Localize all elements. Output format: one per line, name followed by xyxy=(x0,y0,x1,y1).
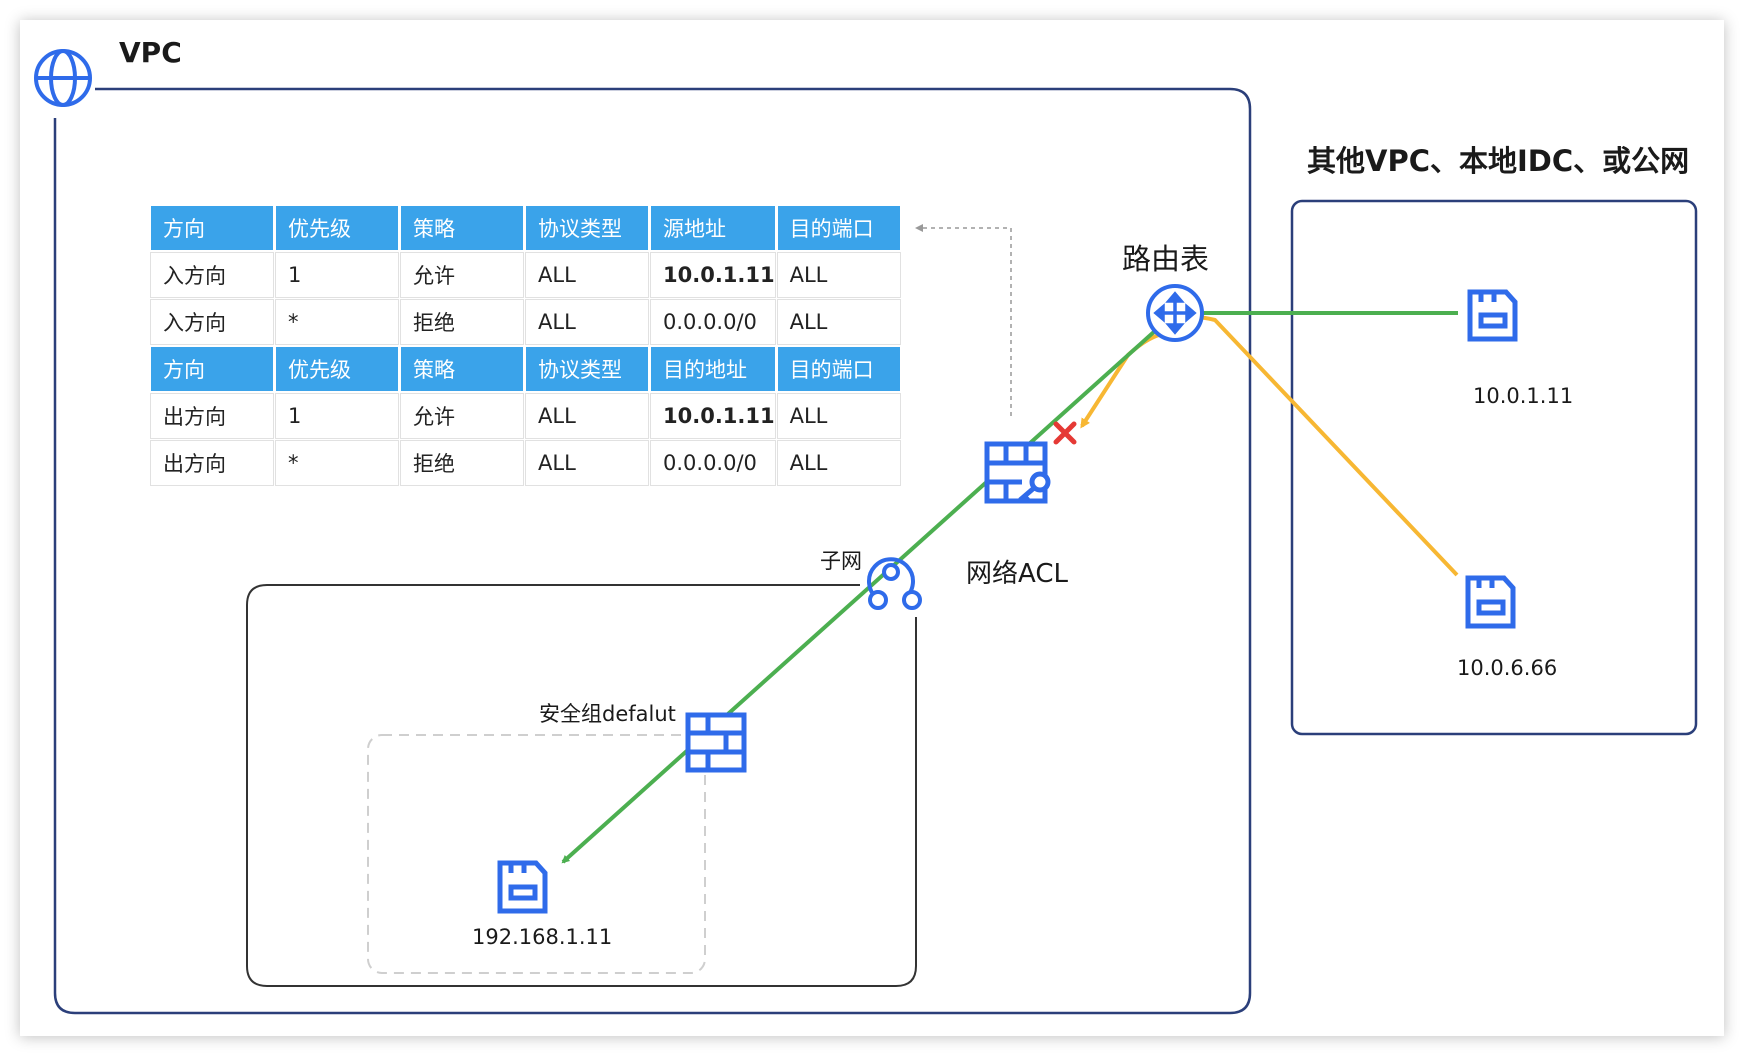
header-cell: 目的地址 xyxy=(651,347,775,391)
table-cell: 10.0.1.11 xyxy=(651,394,775,438)
table-cell: 入方向 xyxy=(151,300,273,344)
external-network-title: 其他VPC、本地IDC、或公网 xyxy=(1307,144,1690,178)
table-cell: 允许 xyxy=(401,394,523,438)
table-cell: ALL xyxy=(777,394,900,438)
header-cell: 方向 xyxy=(151,347,273,391)
table-row: 入方向 1 允许 ALL 10.0.1.11 ALL xyxy=(151,253,900,297)
globe-icon xyxy=(34,49,92,107)
deny-x-icon xyxy=(1053,421,1077,445)
table-row: 出方向 1 允许 ALL 10.0.1.11 ALL xyxy=(151,394,900,438)
remote-host-ip: 10.0.6.66 xyxy=(1457,656,1558,680)
table-cell: 0.0.0.0/0 xyxy=(651,441,775,485)
server-icon[interactable] xyxy=(1467,289,1518,342)
acl-rules-table: 方向 优先级 策略 协议类型 源地址 目的端口 入方向 1 允许 ALL 10.… xyxy=(148,203,903,488)
server-icon[interactable] xyxy=(1465,575,1516,629)
header-cell: 优先级 xyxy=(276,347,398,391)
table-cell: 入方向 xyxy=(151,253,273,297)
subnet-icon[interactable] xyxy=(867,557,922,610)
acl-firewall-icon[interactable] xyxy=(984,441,1051,504)
header-cell: 策略 xyxy=(401,347,523,391)
table-header-row: 方向 优先级 策略 协议类型 目的地址 目的端口 xyxy=(151,347,900,391)
table-cell: ALL xyxy=(777,300,900,344)
table-cell: 出方向 xyxy=(151,394,273,438)
table-cell: 拒绝 xyxy=(401,300,523,344)
remote-host-ip: 10.0.1.11 xyxy=(1473,384,1574,408)
security-group-boundary xyxy=(367,734,706,974)
diagram-frame xyxy=(20,20,1724,1036)
vpc-boundary xyxy=(53,87,1252,1015)
table-cell: 10.0.1.11 xyxy=(651,253,775,297)
server-icon[interactable] xyxy=(497,860,548,914)
header-cell: 协议类型 xyxy=(526,347,648,391)
header-cell: 方向 xyxy=(151,206,273,250)
network-acl-label: 网络ACL xyxy=(966,559,1068,589)
table-row: 出方向 * 拒绝 ALL 0.0.0.0/0 ALL xyxy=(151,441,900,485)
header-cell: 协议类型 xyxy=(526,206,648,250)
table-cell: * xyxy=(276,441,398,485)
header-cell: 目的端口 xyxy=(777,206,900,250)
table-cell: 允许 xyxy=(401,253,523,297)
blocked-traffic-path xyxy=(1080,315,1459,577)
subnet-label: 子网 xyxy=(820,549,862,573)
table-cell: 出方向 xyxy=(151,441,273,485)
table-cell: 0.0.0.0/0 xyxy=(651,300,775,344)
header-cell: 优先级 xyxy=(276,206,398,250)
header-cell: 策略 xyxy=(401,206,523,250)
external-network-boundary xyxy=(1290,199,1698,736)
table-cell: 1 xyxy=(276,394,398,438)
table-cell: 拒绝 xyxy=(401,441,523,485)
security-group-label: 安全组defalut xyxy=(539,702,676,726)
subnet-boundary xyxy=(246,584,917,987)
table-cell: ALL xyxy=(526,253,648,297)
table-cell: ALL xyxy=(777,253,900,297)
local-host-ip: 192.168.1.11 xyxy=(472,925,613,949)
table-cell: 1 xyxy=(276,253,398,297)
vpc-title: VPC xyxy=(119,36,182,69)
firewall-icon[interactable] xyxy=(685,712,747,773)
table-cell: ALL xyxy=(777,441,900,485)
table-cell: ALL xyxy=(526,441,648,485)
route-table-label: 路由表 xyxy=(1122,242,1210,276)
table-header-row: 方向 优先级 策略 协议类型 源地址 目的端口 xyxy=(151,206,900,250)
table-row: 入方向 * 拒绝 ALL 0.0.0.0/0 ALL xyxy=(151,300,900,344)
header-cell: 目的端口 xyxy=(777,347,900,391)
header-cell: 源地址 xyxy=(651,206,775,250)
table-cell: ALL xyxy=(526,394,648,438)
table-cell: * xyxy=(276,300,398,344)
acl-table-connector xyxy=(915,224,1012,416)
table-cell: ALL xyxy=(526,300,648,344)
router-icon[interactable] xyxy=(1146,284,1204,342)
